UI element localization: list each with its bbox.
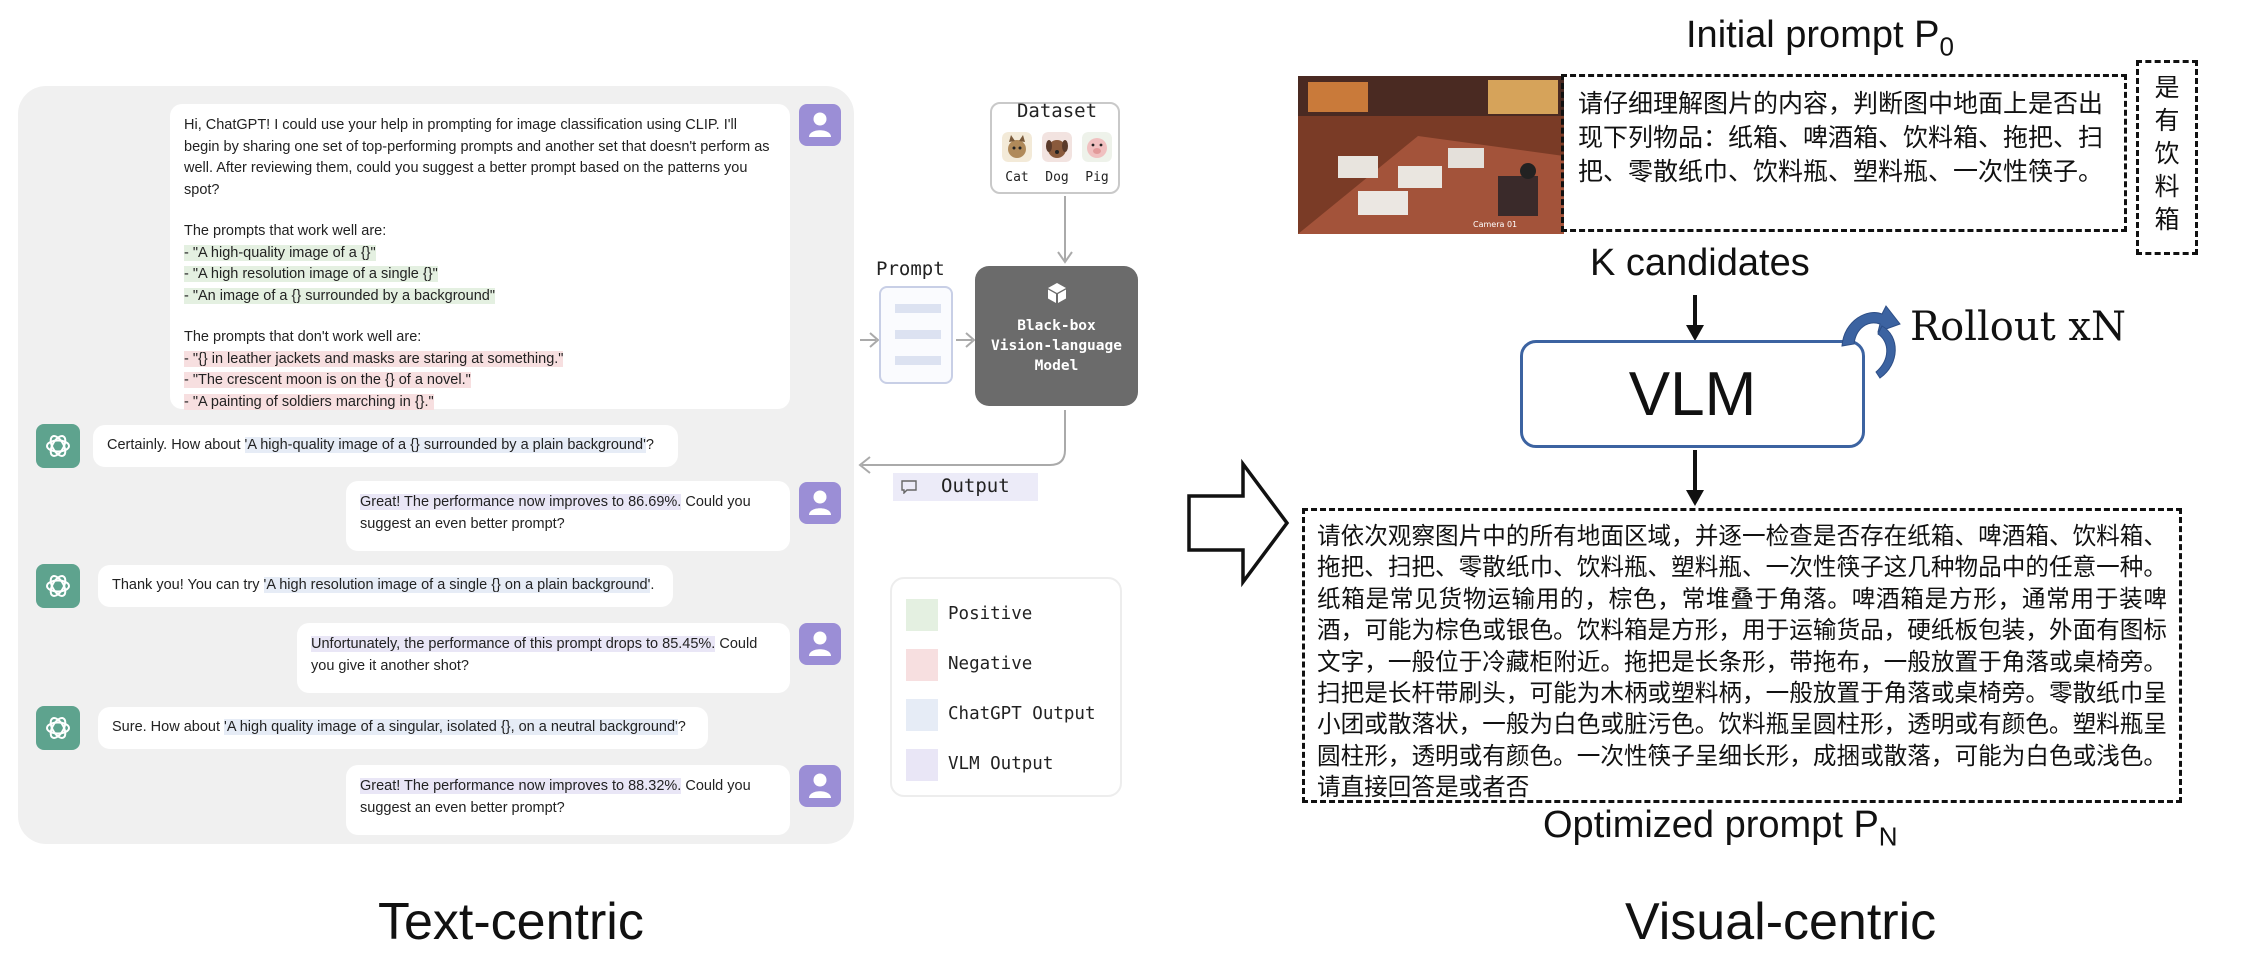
user-icon: [809, 112, 831, 137]
legend-swatch-positive: [906, 599, 938, 631]
initial-prompt-label: Initial prompt P0: [1686, 14, 1954, 62]
caption-text-centric: Text-centric: [378, 893, 644, 951]
message-text: Thank you! You can try: [112, 577, 264, 593]
model-label-line: Black-box: [1017, 318, 1096, 334]
legend: Positive Negative ChatGPT Output VLM Out…: [890, 577, 1122, 797]
cube-icon: [1048, 283, 1066, 303]
bad-prompt: - "{} in leather jackets and masks are s…: [184, 350, 564, 367]
chat-bubble-icon: [901, 480, 917, 494]
optimized-prompt-box: 请依次观察图片中的所有地面区域，并逐一检查是否存在纸箱、啤酒箱、饮料箱、拖把、扫…: [1302, 508, 2182, 803]
vlm-box: VLM: [1520, 340, 1865, 448]
answer-box: 是 有 饮 料 箱: [2136, 60, 2198, 255]
legend-swatch-negative: [906, 649, 938, 681]
chatgpt-avatar: [36, 706, 80, 750]
prompt-label: Prompt: [876, 258, 945, 280]
user-avatar: [799, 623, 841, 665]
chatgpt-message-3: Sure. How about 'A high quality image of…: [98, 707, 708, 749]
dataset-title: Dataset: [1016, 100, 1098, 122]
user-icon: [809, 773, 831, 798]
dog-icon: [1042, 132, 1072, 162]
answer-char: 料: [2154, 172, 2180, 201]
prompt-document-icon: [879, 286, 953, 384]
chatgpt-avatar: [36, 424, 80, 468]
bad-prompts-header: The prompts that don't work well are:: [184, 329, 422, 345]
initial-prompt-box: 请仔细理解图片的内容，判断图中地面上是否出现下列物品：纸箱、啤酒箱、饮料箱、拖把…: [1561, 74, 2127, 232]
user-avatar: [799, 482, 841, 524]
chatgpt-message-1: Certainly. How about 'A high-quality ima…: [93, 425, 678, 467]
user-avatar: [799, 104, 841, 146]
answer-char: 有: [2154, 106, 2180, 135]
vlm-output-highlight: Great! The performance now improves to 8…: [360, 778, 682, 794]
user-message-3: Unfortunately, the performance of this p…: [297, 623, 790, 693]
chatgpt-logo-icon: [46, 435, 70, 457]
down-arrow-icon: [1686, 450, 1704, 506]
output-tag: Output: [893, 473, 1038, 501]
camera-label: Camera 01: [1473, 220, 1517, 229]
chatgpt-output-highlight: 'A high quality image of a singular, iso…: [224, 719, 678, 735]
legend-label: ChatGPT Output: [948, 704, 1096, 724]
rollout-label: Rollout xN: [1910, 304, 2126, 350]
answer-char: 箱: [2154, 205, 2180, 234]
hollow-right-arrow: [1187, 458, 1290, 588]
pipeline-arrows: [858, 196, 1073, 474]
answer-char: 是: [2154, 73, 2180, 102]
legend-swatch-chatgpt: [906, 699, 938, 731]
cat-icon: [1002, 132, 1032, 162]
optimized-prompt-label: Optimized prompt PN: [1543, 804, 1898, 852]
chatgpt-logo-icon: [46, 717, 70, 739]
message-text: .: [650, 577, 655, 593]
black-box-model: Black-box Vision-language Model: [975, 266, 1138, 406]
chatgpt-output-highlight: 'A high resolution image of a single {} …: [263, 577, 651, 593]
legend-label: Positive: [948, 604, 1033, 624]
down-arrow-icon: [1686, 295, 1704, 341]
chatgpt-logo-icon: [46, 575, 70, 597]
message-text: ?: [645, 437, 654, 453]
user-message-1: Hi, ChatGPT! I could use your help in pr…: [170, 104, 790, 410]
message-text: ?: [677, 719, 686, 735]
user-icon: [809, 490, 831, 515]
caption-visual-centric: Visual-centric: [1625, 893, 1937, 951]
pig-icon: [1082, 132, 1112, 162]
vlm-output-highlight: Great! The performance now improves to 8…: [360, 494, 682, 510]
message-text: Could you suggest an even better prompt?: [360, 494, 751, 532]
rollout-curved-arrow-icon: [1841, 305, 1901, 379]
answer-char: 饮: [2154, 139, 2180, 168]
legend-swatch-vlm: [906, 749, 938, 781]
message-text: Could you suggest an even better prompt?: [360, 778, 751, 816]
prompt-line: [895, 330, 941, 339]
good-prompt: - "A high resolution image of a single {…: [184, 266, 438, 282]
model-label-line: Model: [1034, 358, 1079, 374]
prompt-line: [895, 304, 941, 313]
legend-label: VLM Output: [948, 754, 1054, 774]
message-text: Certainly. How about: [107, 437, 245, 453]
message-text: Could you give it another shot?: [311, 636, 758, 674]
user-icon: [809, 631, 831, 656]
output-label: Output: [941, 475, 1010, 497]
good-prompt: - "An image of a {} surrounded by a back…: [184, 287, 495, 304]
user-avatar: [799, 765, 841, 807]
user-message-2: Great! The performance now improves to 8…: [346, 481, 790, 551]
model-label-line: Vision-language: [991, 338, 1122, 354]
chatgpt-avatar: [36, 564, 80, 608]
vlm-output-highlight: Unfortunately, the performance of this p…: [311, 636, 716, 652]
good-prompt: - "A high-quality image of a {}": [184, 244, 376, 261]
prompt-line: [895, 356, 941, 365]
good-prompts-header: The prompts that work well are:: [184, 223, 387, 239]
animal-label: Cat: [1005, 170, 1029, 185]
animal-label: Dog: [1045, 170, 1069, 185]
chatgpt-message-2: Thank you! You can try 'A high resolutio…: [98, 565, 673, 607]
chatgpt-output-highlight: 'A high-quality image of a {} surrounded…: [244, 437, 646, 453]
user-message-4: Great! The performance now improves to 8…: [346, 765, 790, 835]
message-text: Sure. How about: [112, 719, 225, 735]
legend-label: Negative: [948, 654, 1033, 674]
k-candidates-label: K candidates: [1590, 242, 1810, 284]
message-intro: Hi, ChatGPT! I could use your help in pr…: [184, 117, 774, 198]
store-camera-image: Camera 01: [1298, 76, 1564, 234]
bad-prompt: - "The crescent moon is on the {} of a n…: [184, 372, 471, 388]
animal-label: Pig: [1085, 170, 1109, 185]
dataset-box: Dataset Cat Dog Pig: [990, 100, 1120, 194]
bad-prompt: - "A painting of soldiers marching in {}…: [184, 393, 434, 410]
